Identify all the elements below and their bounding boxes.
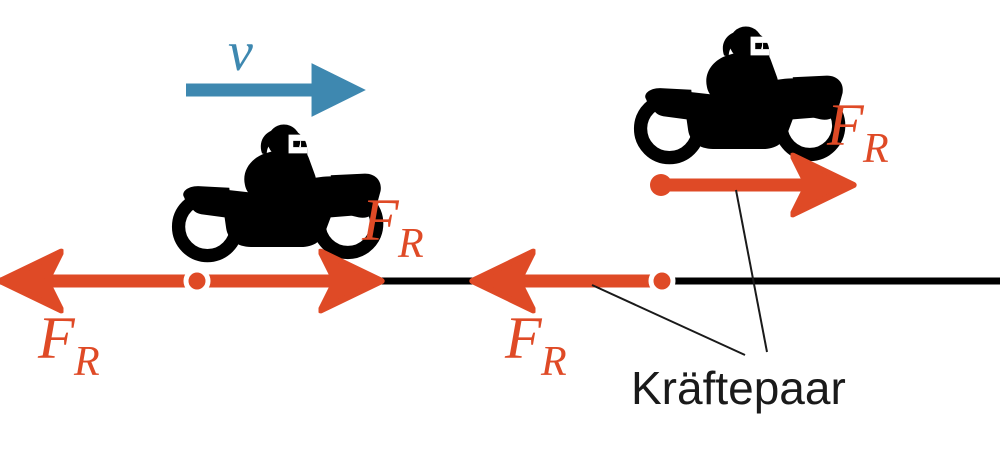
force-label-upper-right: F R xyxy=(826,92,889,172)
leader-line-to-upper-arrow xyxy=(735,189,768,353)
force-origin-dot-upper xyxy=(650,174,672,196)
force-label-lower-right-subscript: R xyxy=(397,221,424,267)
force-label-ground-left-subscript: R xyxy=(540,339,567,385)
force-label-lower-right: F R xyxy=(361,187,424,267)
motorcycle-lower xyxy=(179,125,381,256)
force-label-upper-right-subscript: R xyxy=(862,126,889,172)
force-label-lower-left-subscript: R xyxy=(73,339,100,385)
force-label-lower-left-symbol: F xyxy=(37,305,76,371)
velocity-label: v xyxy=(228,21,253,83)
motorcycle-upper xyxy=(641,27,843,158)
force-origin-dot-lower xyxy=(183,267,211,295)
force-origin-dot-ground xyxy=(648,267,676,295)
leader-line-to-ground-arrow xyxy=(591,284,746,356)
force-label-upper-right-symbol: F xyxy=(826,92,865,158)
force-label-ground-left: F R xyxy=(504,305,567,385)
force-label-lower-right-symbol: F xyxy=(361,187,400,253)
force-label-ground-left-symbol: F xyxy=(504,305,543,371)
kraeftepaar-caption: Kräftepaar xyxy=(631,362,846,414)
force-label-lower-left: F R xyxy=(37,305,100,385)
